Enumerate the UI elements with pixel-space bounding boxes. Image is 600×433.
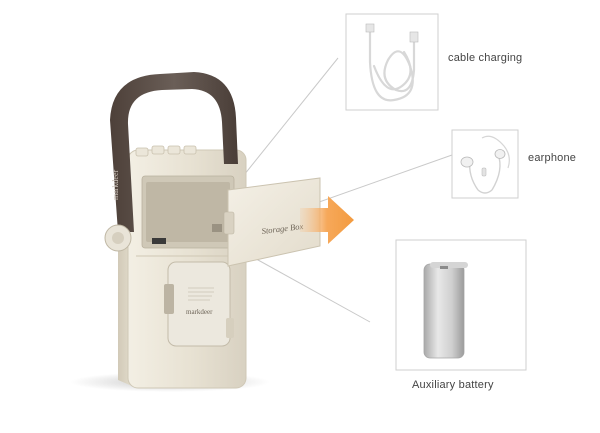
earphone-icon [460, 135, 510, 194]
cable-frame [345, 13, 439, 111]
pack-brand-text: markdeer [186, 308, 213, 316]
storage-inner-port [212, 224, 222, 232]
label-auxiliary-battery: Auxiliary battery [412, 379, 494, 391]
lightning-connector [409, 31, 419, 43]
storage-inner-shadow [146, 182, 230, 242]
clip-on-pack [167, 261, 231, 347]
pack-fine-print [188, 287, 214, 301]
usb-cable-icon [368, 28, 416, 102]
device-handle [110, 72, 238, 232]
handle-brand-text: markdeer [111, 169, 120, 200]
label-earphone: earphone [528, 152, 577, 164]
label-cable-charging: cable charging [448, 52, 523, 64]
storage-inner-slot [152, 238, 166, 244]
pack-clip [226, 318, 234, 338]
top-knobs [135, 145, 197, 157]
lid-hinge [223, 211, 235, 235]
usb-connector [365, 23, 375, 33]
storage-lid [227, 177, 321, 267]
motion-arrow [300, 196, 354, 244]
clip-on-pack-side [164, 284, 174, 314]
power-bank-icon [423, 262, 468, 359]
side-dial-center [112, 232, 124, 244]
